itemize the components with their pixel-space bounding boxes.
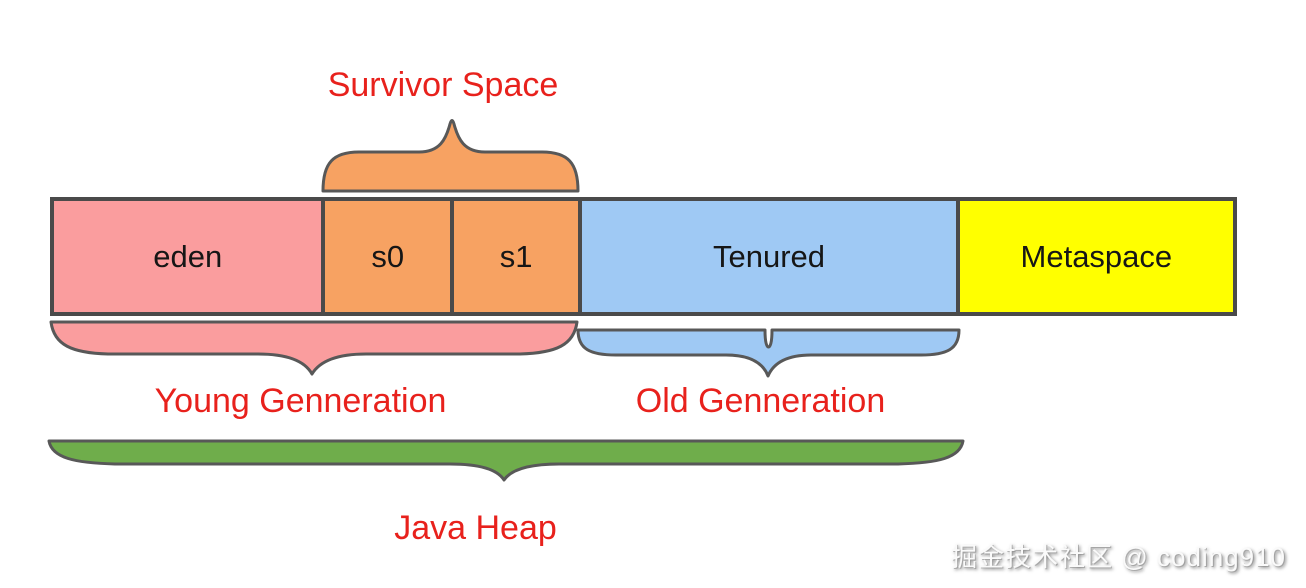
bar-segment-s0: s0: [321, 201, 450, 312]
watermark: 掘金技术社区 @ coding910: [951, 542, 1286, 572]
survivor-space-brace: [321, 119, 580, 193]
bar-segment-tenured: Tenured: [578, 201, 956, 312]
segment-label-tenured: Tenured: [712, 238, 826, 274]
segment-label-s1: s1: [499, 238, 533, 274]
survivor-space-label: Survivor Space: [327, 66, 559, 104]
old-generation-brace: [576, 328, 961, 378]
java-heap-brace: [47, 439, 965, 482]
young-generation-brace: [49, 320, 579, 376]
segment-label-eden: eden: [153, 238, 223, 274]
segment-label-s0: s0: [371, 238, 405, 274]
young-generation-label: Young Genneration: [154, 382, 447, 420]
old-generation-label: Old Genneration: [635, 382, 886, 420]
java-heap-label: Java Heap: [394, 509, 557, 547]
bar-segment-metaspace: Metaspace: [955, 201, 1234, 312]
bar-segment-s1: s1: [449, 201, 579, 312]
bar-segment-eden: eden: [54, 201, 322, 312]
segment-label-metaspace: Metaspace: [1020, 238, 1173, 274]
memory-bar: eden s0 s1 Tenured Metaspace: [50, 197, 1237, 316]
